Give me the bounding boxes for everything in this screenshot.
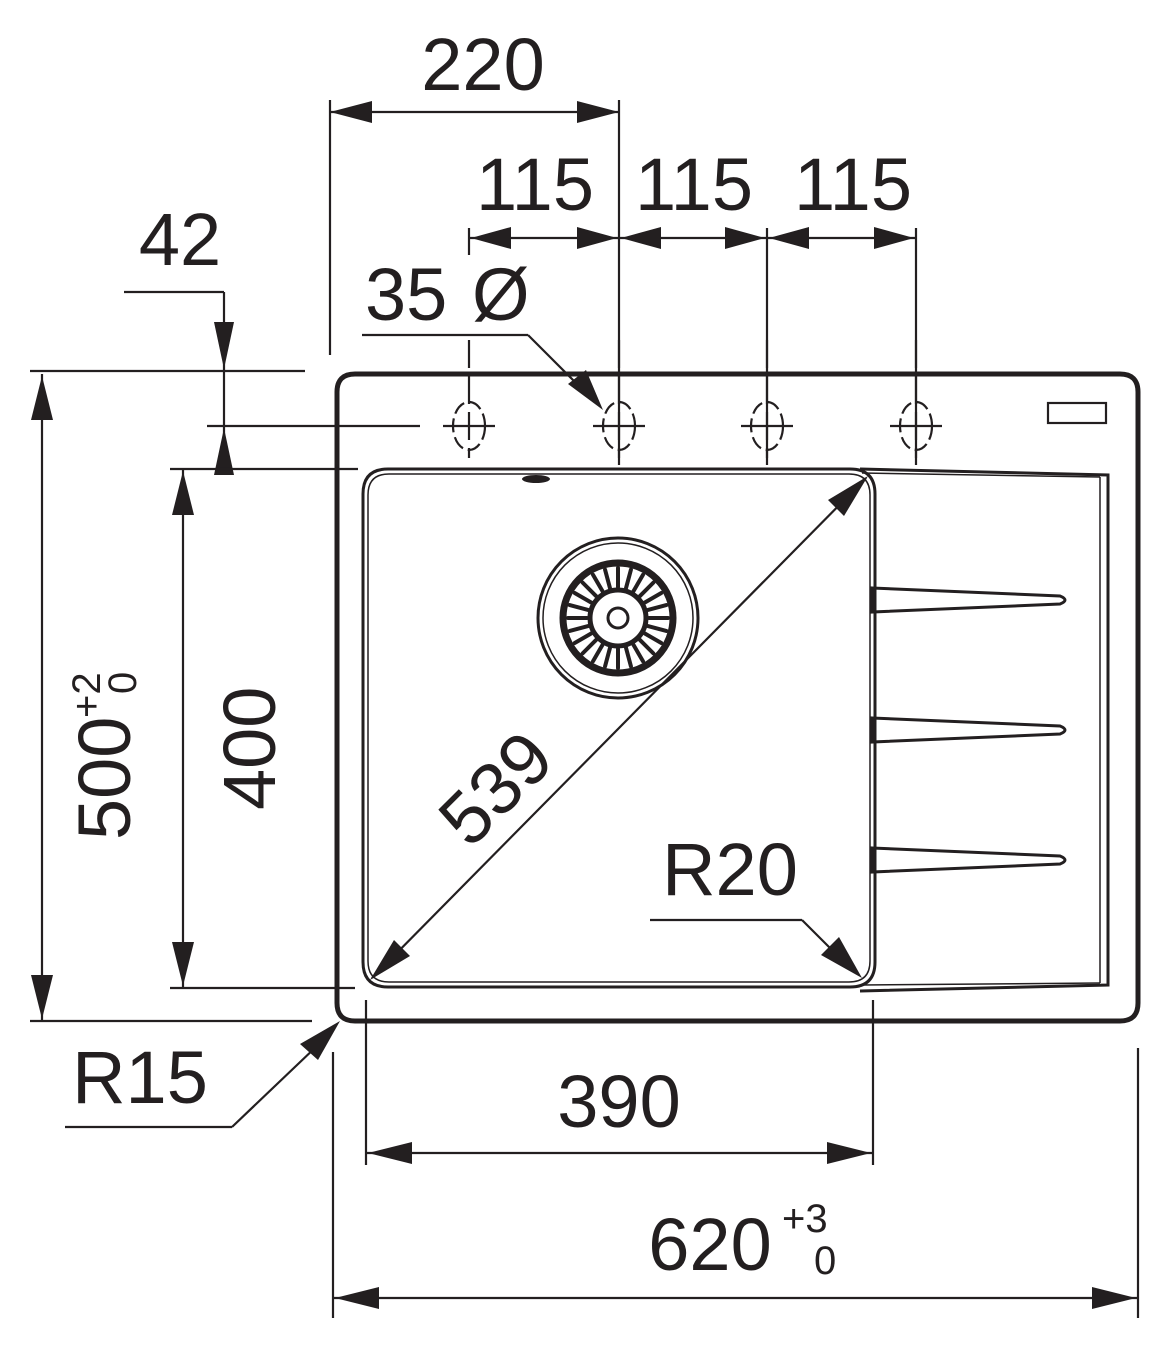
drainer-rib (870, 846, 1067, 874)
strainer-slot (631, 572, 645, 594)
strainer-slot (645, 624, 669, 633)
strainer-slot (624, 645, 633, 669)
strainer-slot (631, 642, 645, 664)
overflow-opening (522, 475, 550, 483)
strainer-slot (642, 591, 664, 605)
dimension-label-500: 500 (63, 717, 146, 840)
diameter-symbol: Ø (472, 253, 530, 336)
strainer-slot (624, 567, 633, 591)
dimension-label-35: 35 (365, 253, 447, 336)
dimension-label-115-1: 115 (476, 143, 594, 226)
strainer-slot (645, 603, 669, 612)
dimension-r15-leader (65, 1021, 340, 1129)
drainer-rib (870, 716, 1067, 744)
strainer-slot (572, 591, 594, 605)
strainer-slot (637, 580, 656, 599)
strainer-slot (567, 603, 591, 612)
strainer-slot (580, 580, 599, 599)
dimension-220 (328, 100, 621, 465)
dimension-35-diameter-leader (362, 333, 603, 410)
strainer-slot (603, 567, 612, 591)
dimension-r20-leader (650, 918, 862, 978)
dimension-label-r15: R15 (72, 1036, 208, 1119)
drainer-area (859, 467, 1110, 993)
dimension-label-115-2: 115 (635, 143, 753, 226)
dimension-tolerance-620-upper: +3 (782, 1197, 828, 1241)
strainer-slot (580, 637, 599, 656)
dimension-label-r20: R20 (662, 828, 798, 911)
dimension-label-42: 42 (139, 198, 221, 281)
bowl-outline (361, 467, 877, 989)
dimension-tolerance-500-lower: 0 (101, 672, 145, 694)
dimension-label-115-3: 115 (794, 143, 912, 226)
tap-hole-icon (443, 340, 495, 458)
strainer-waste-icon (536, 536, 700, 700)
strainer-slot (567, 624, 591, 633)
dimension-label-400: 400 (208, 687, 291, 810)
dimension-539-diagonal (370, 476, 868, 980)
dimension-label-620: 620 (648, 1203, 771, 1286)
dimension-620 (331, 1048, 1140, 1318)
dimension-label-539: 539 (423, 715, 569, 861)
dimension-42 (30, 290, 420, 475)
dimension-label-220: 220 (421, 23, 544, 106)
strainer-slot (591, 572, 605, 594)
overflow-slot (1046, 401, 1108, 425)
strainer-slot (642, 631, 664, 645)
strainer-slot (572, 631, 594, 645)
dimension-label-500-group: 500 +2 0 (63, 672, 146, 840)
sink-outline (334, 371, 1141, 1024)
dimension-390 (364, 1000, 875, 1165)
dimension-tolerance-500-upper: +2 (65, 672, 109, 718)
dimension-tolerance-620-lower: 0 (814, 1239, 836, 1283)
dimension-400 (170, 467, 358, 990)
drainer-rib (870, 586, 1067, 614)
strainer-slot (591, 642, 605, 664)
dimension-500 (30, 374, 312, 1023)
strainer-slot (637, 637, 656, 656)
dimension-label-390: 390 (557, 1060, 680, 1143)
dimension-115-chain (467, 227, 918, 465)
strainer-slot (603, 645, 612, 669)
